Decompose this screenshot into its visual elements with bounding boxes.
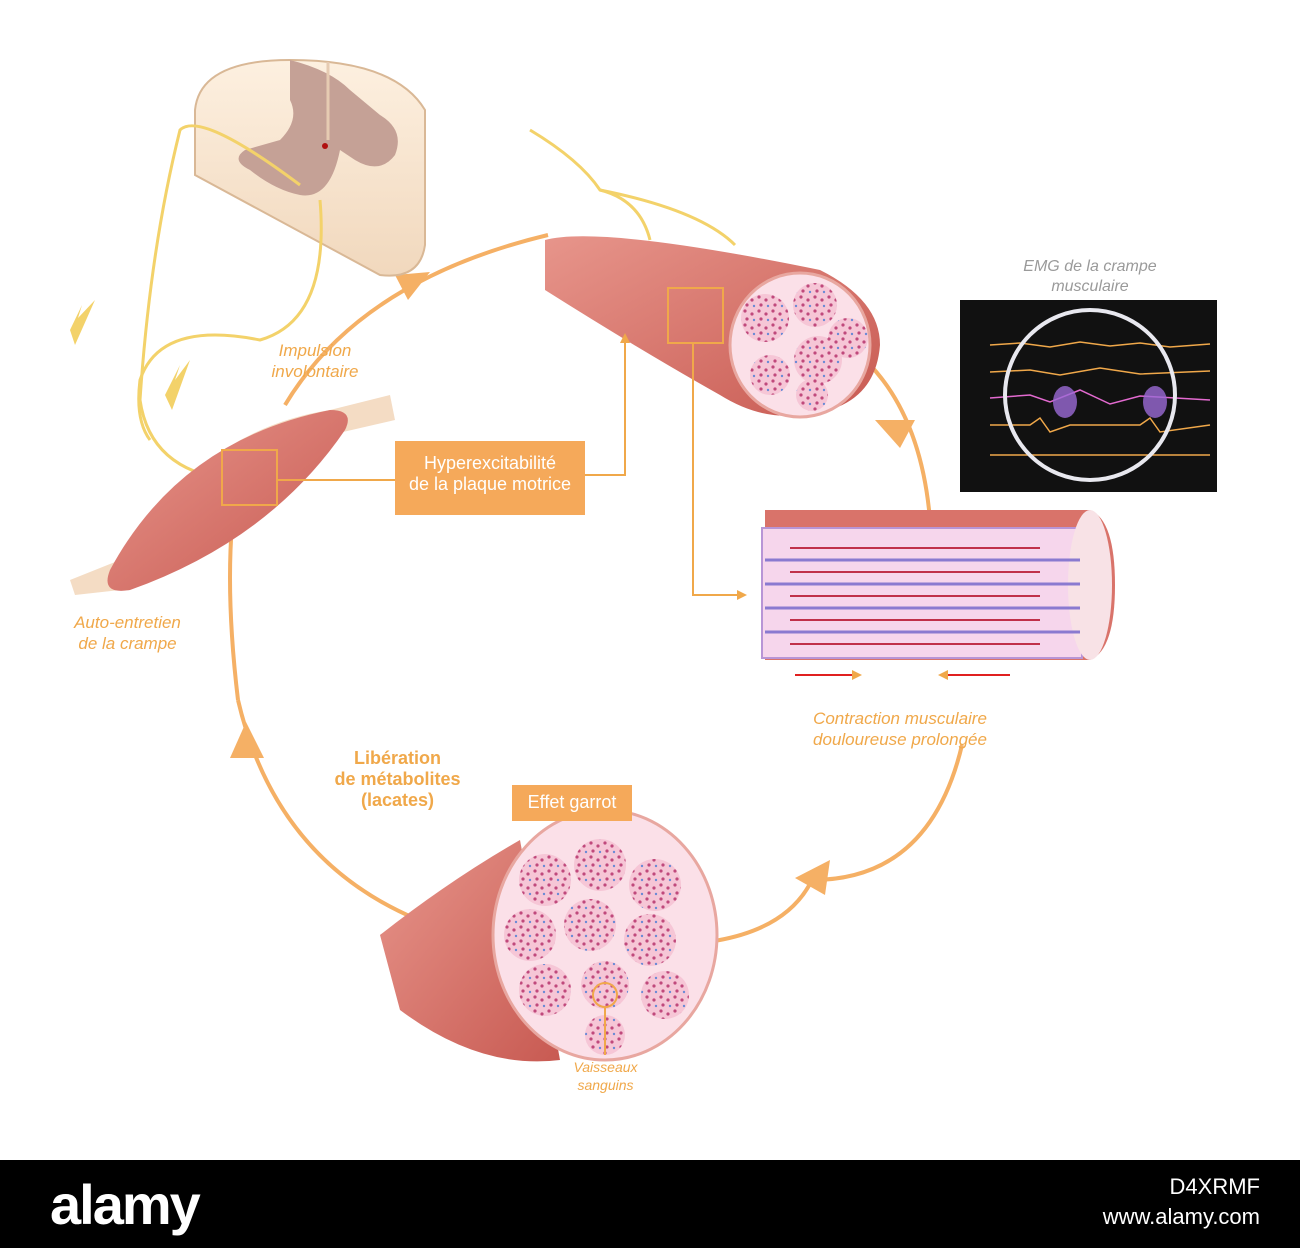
arrow-down-right bbox=[875, 420, 915, 448]
label-impulsion-line2: involontaire bbox=[271, 362, 359, 381]
arrow-up-left bbox=[230, 722, 264, 758]
emg-panel bbox=[960, 300, 1217, 492]
hyperexcitabilite-line2: de la plaque motrice bbox=[408, 474, 572, 494]
emg-title-line1: EMG de la crampe bbox=[1023, 258, 1157, 275]
zoom-box-top bbox=[667, 287, 724, 344]
cycle-arrowheads bbox=[230, 272, 915, 895]
hyperexcitabilite-line1: Hyperexcitabilité bbox=[423, 453, 557, 473]
footer-bar bbox=[0, 1160, 1300, 1248]
cramp-cycle-diagram bbox=[70, 58, 1217, 1062]
connector-lines bbox=[277, 333, 747, 600]
label-liberation-line3: (lacates) bbox=[360, 790, 435, 810]
label-liberation: Libération de métabolites (lacates) bbox=[320, 748, 475, 811]
label-impulsion-line1: Impulsion bbox=[278, 341, 352, 360]
label-vaisseaux-line2: sanguins bbox=[577, 1077, 634, 1093]
label-auto-entretien-line1: Auto-entretien bbox=[74, 613, 181, 632]
hyperexcitabilite-box: Hyperexcitabilité de la plaque motrice bbox=[395, 441, 585, 515]
lightning-icon-right bbox=[165, 360, 190, 410]
image-id: D4XRMF bbox=[1169, 1174, 1260, 1199]
arrow-up-right bbox=[395, 272, 430, 300]
sarcomere-block bbox=[761, 510, 1115, 680]
top-muscle-fascicle bbox=[545, 236, 880, 419]
label-liberation-line1: Libération bbox=[353, 748, 441, 768]
left-whole-muscle bbox=[70, 395, 395, 595]
spinal-cord bbox=[194, 58, 426, 277]
label-vaisseaux: Vaisseaux sanguins bbox=[548, 1058, 663, 1094]
label-auto-entretien: Auto-entretien de la crampe bbox=[45, 612, 210, 654]
label-contraction: Contraction musculaire douloureuse prolo… bbox=[775, 708, 1025, 750]
effet-garrot-label: Effet garrot bbox=[527, 792, 617, 812]
effet-garrot-box: Effet garrot bbox=[512, 785, 632, 821]
label-contraction-line2: douloureuse prolongée bbox=[813, 730, 987, 749]
arrow-down-left bbox=[795, 860, 830, 895]
vessel-highlight bbox=[592, 982, 618, 1008]
diagram-stage bbox=[70, 58, 1217, 1062]
label-impulsion: Impulsion involontaire bbox=[245, 340, 385, 382]
label-auto-entretien-line2: de la crampe bbox=[78, 634, 177, 653]
zoom-box-left bbox=[221, 449, 278, 506]
lightning-icon-left bbox=[70, 300, 95, 345]
label-vaisseaux-line1: Vaisseaux bbox=[573, 1059, 638, 1075]
label-contraction-line1: Contraction musculaire bbox=[813, 709, 987, 728]
emg-title-line2: musculaire bbox=[1051, 278, 1129, 295]
label-liberation-line2: de métabolites bbox=[334, 769, 461, 789]
brand-logo[interactable]: alamy bbox=[50, 1173, 201, 1236]
nerve-fibers bbox=[137, 124, 737, 482]
site-url[interactable]: www.alamy.com bbox=[1102, 1204, 1260, 1229]
emg-title: EMG de la crampe musculaire bbox=[990, 257, 1190, 297]
bottom-muscle-crosssection bbox=[380, 808, 719, 1062]
